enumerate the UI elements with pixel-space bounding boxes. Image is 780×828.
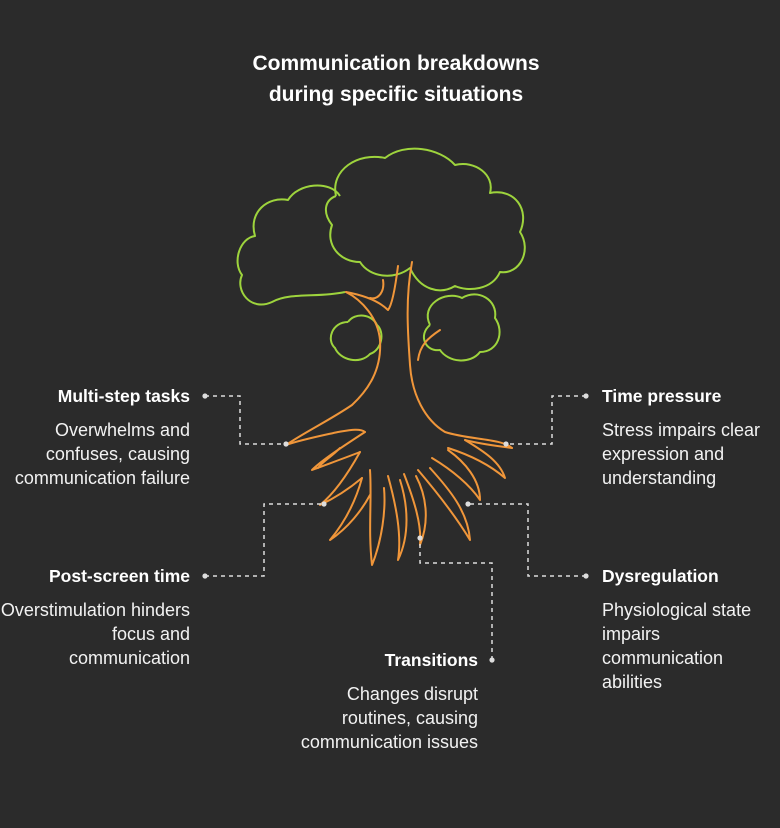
item-heading: Time pressure [602, 386, 722, 406]
item-multi-step-tasks: Multi-step tasks Overwhelms and confuses… [0, 384, 190, 490]
dot-time-pressure-end [583, 393, 589, 399]
dot-post-screen-time-root [321, 501, 327, 507]
connectors [205, 395, 586, 660]
title-line-2: during specific situations [268, 83, 524, 106]
dot-multi-step-tasks-end [202, 393, 208, 399]
item-heading: Multi-step tasks [57, 386, 190, 406]
connector-dots [202, 393, 589, 663]
dot-time-pressure-root [503, 441, 509, 447]
item-description: Overstimulation hinders focus and commun… [0, 600, 190, 668]
dot-dysregulation-end [583, 573, 589, 579]
item-heading: Post-screen time [48, 566, 190, 586]
tree-canopy [236, 147, 526, 362]
connector-post-screen-time [205, 503, 324, 577]
diagram-title: Communication breakdowns during specific… [0, 48, 780, 110]
connector-transitions [419, 538, 493, 660]
dot-transitions-end [489, 657, 495, 663]
item-post-screen-time: Post-screen time Overstimulation hinders… [0, 564, 190, 670]
canopy-right-cluster [422, 293, 501, 362]
connector-dysregulation [468, 503, 586, 577]
title-line-1: Communication breakdowns [252, 52, 540, 75]
canopy-small-left-cluster [329, 314, 383, 362]
dot-multi-step-tasks-root [283, 441, 289, 447]
item-time-pressure: Time pressure Stress impairs clear expre… [602, 384, 762, 490]
connector-multi-step-tasks [205, 395, 286, 445]
item-description: Changes disrupt routines, causing commun… [300, 684, 478, 752]
dot-transitions-root [417, 535, 423, 541]
dot-dysregulation-root [465, 501, 471, 507]
item-heading: Dysregulation [602, 566, 719, 586]
connector-time-pressure [506, 395, 586, 445]
item-description: Physiological state impairs communicatio… [602, 600, 752, 692]
item-transitions: Transitions Changes disrupt routines, ca… [278, 648, 478, 754]
item-description: Overwhelms and confuses, causing communi… [14, 420, 190, 488]
tree-roots [285, 428, 513, 566]
canopy-main-cluster [324, 147, 526, 292]
canopy-left-cluster [236, 184, 346, 306]
item-description: Stress impairs clear expression and unde… [602, 420, 761, 488]
item-dysregulation: Dysregulation Physiological state impair… [602, 564, 762, 694]
dot-post-screen-time-end [202, 573, 208, 579]
item-heading: Transitions [384, 650, 478, 670]
tree-trunk [285, 261, 513, 449]
